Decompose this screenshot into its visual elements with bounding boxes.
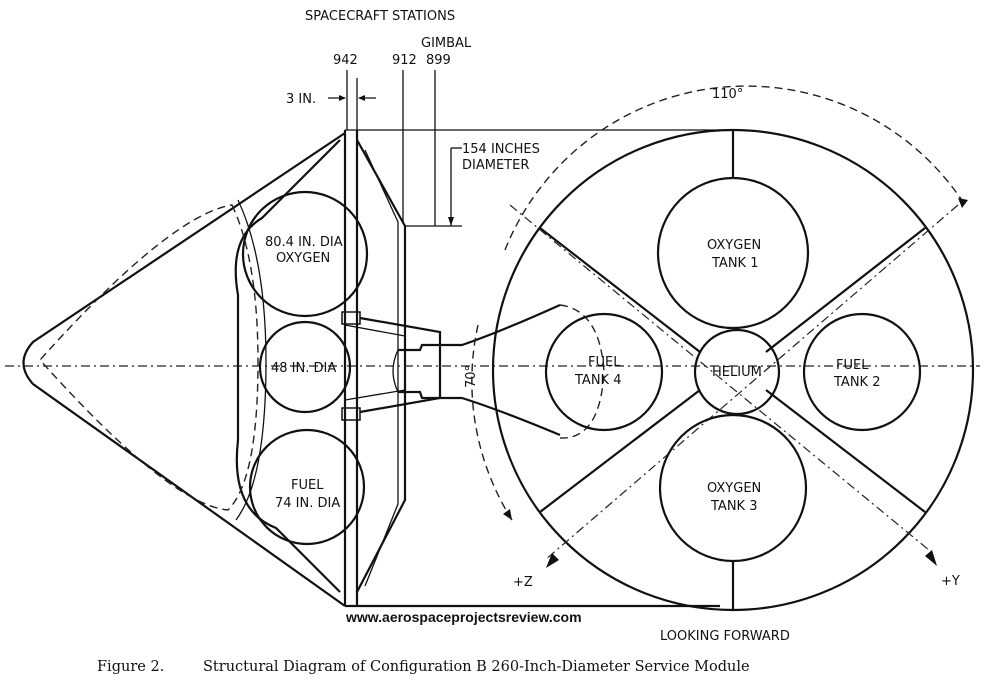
angle-70-arrowhead (503, 509, 512, 520)
oxygen-tank-3-label-2: TANK 3 (710, 499, 757, 514)
diameter-label-2: DIAMETER (462, 158, 529, 173)
fuel-tank-side-label-2: 74 IN. DIA (275, 496, 340, 511)
support-lower (341, 407, 361, 421)
figure-number: Figure 2. (97, 659, 164, 675)
offset-arrowhead-left (339, 95, 346, 101)
oxygen-tank-1-label-1: OXYGEN (707, 238, 761, 253)
axis-z-label: +Z (513, 575, 533, 590)
offset-label: 3 IN. (286, 92, 316, 107)
looking-forward-label: LOOKING FORWARD (660, 629, 790, 644)
aft-frame-inner (364, 149, 399, 587)
engine-throat (392, 349, 399, 393)
heat-shield-inner (235, 199, 267, 521)
fuel-tank-side (248, 428, 366, 546)
engine-struts (344, 324, 406, 401)
radial-lower-right (765, 389, 926, 513)
helium-tank-circle (693, 328, 781, 416)
oxygen-tank-1-circle (656, 176, 810, 330)
station-912-label: 912 (392, 53, 417, 68)
diameter-label-1: 154 INCHES (462, 142, 540, 157)
fuel-tank-2-label-1: FUEL (836, 358, 869, 373)
side-view: 80.4 IN. DIA OXYGEN 48 IN. DIA FUEL 74 I… (5, 129, 720, 608)
angle-110-arrowhead (958, 198, 968, 208)
figure-title: Structural Diagram of Configuration B 26… (203, 659, 750, 675)
station-942-label: 942 (333, 53, 358, 68)
engine-mount (359, 316, 442, 414)
station-markers: SPACECRAFT STATIONS GIMBAL 942 912 899 3… (286, 9, 472, 226)
angle-110-arc (504, 85, 966, 251)
axis-y-arrowhead (925, 550, 937, 566)
figure-caption: Figure 2. Structural Diagram of Configur… (97, 659, 750, 675)
oxygen-tank-side-label-1: 80.4 IN. DIA (265, 235, 343, 250)
axis-y-dashed (509, 204, 936, 556)
support-upper (341, 311, 361, 325)
fuel-tank-side-label-1: FUEL (291, 478, 324, 493)
oxygen-tank-3-label-1: OXYGEN (707, 481, 761, 496)
engine-exit-dashed (559, 304, 605, 439)
cone-outline (22, 132, 346, 607)
heat-shield-dashed (39, 204, 259, 511)
fuel-tank-2-circle (802, 312, 922, 432)
angle-110-label: 110° (712, 87, 743, 102)
radial-upper-left (539, 227, 701, 353)
watermark: www.aerospaceprojectsreview.com (345, 609, 582, 625)
diameter-arrowhead (448, 217, 454, 226)
radial-upper-right (765, 227, 926, 353)
end-view: 110° 70° OXYGEN TANK 1 FUEL TANK 4 HELIU… (464, 85, 980, 644)
angle-70-label: 70° (464, 365, 479, 388)
engine-bell (398, 303, 561, 437)
helium-label: HELIUM (712, 365, 762, 380)
helium-tank-side-label: 48 IN. DIA (271, 361, 336, 376)
fuel-tank-4-label-2: TANK 4 (574, 373, 621, 388)
offset-arrowhead-right (358, 95, 365, 101)
helium-tank-side (258, 320, 352, 414)
radial-lower-left (539, 389, 701, 513)
fuel-tank-4-circle (544, 312, 664, 432)
axis-z-arrowhead (546, 553, 559, 568)
oxygen-tank-1-label-2: TANK 1 (711, 256, 758, 271)
oxygen-tank-side (241, 190, 369, 318)
station-899-label: 899 (426, 53, 451, 68)
gimbal-label: GIMBAL (421, 36, 472, 51)
angle-70-arc (471, 324, 513, 521)
oxygen-tank-3-circle (658, 413, 808, 563)
fuel-tank-2-label-2: TANK 2 (833, 375, 880, 390)
fuel-tank-4-label-1: FUEL (588, 355, 621, 370)
oxygen-tank-side-label-2: OXYGEN (276, 251, 330, 266)
axis-z-dashed (544, 204, 959, 561)
stations-title: SPACECRAFT STATIONS (305, 9, 455, 24)
axis-y-label: +Y (941, 574, 960, 589)
